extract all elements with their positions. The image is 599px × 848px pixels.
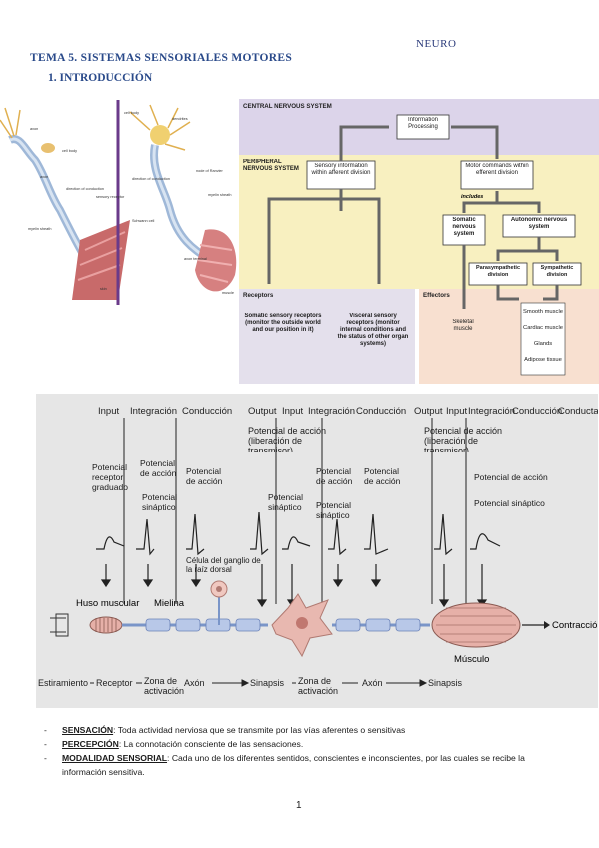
process-label: Axón	[184, 678, 205, 688]
process-label: Axón	[362, 678, 383, 688]
receptors-label: Receptors	[243, 292, 274, 299]
potential-label: Potencial receptor graduado	[92, 462, 128, 492]
neuron-label: myelin sheath	[208, 193, 231, 197]
potential-label: Potencial sináptico	[474, 498, 545, 508]
definition-term: MODALIDAD SENSORIAL	[62, 753, 168, 763]
effector-item: Adipose tissue	[524, 357, 562, 363]
phase-label: Conducción	[512, 406, 562, 417]
neuron-label: direction of conduction	[132, 177, 170, 181]
phase-label: Integración	[468, 406, 515, 417]
process-label: Sinapsis	[250, 678, 285, 688]
section-heading: 1. INTRODUCCIÓN	[48, 72, 153, 84]
potential-label: Potencial sináptico	[316, 500, 351, 520]
neuron-label: node of Ranvier	[196, 169, 224, 173]
huso-label: Huso muscular	[76, 598, 139, 609]
potential-label: Potencial sináptico	[142, 492, 177, 512]
process-label: Receptor	[96, 678, 133, 688]
neuron-label: axon	[30, 127, 38, 131]
effector-item: Smooth muscle	[523, 309, 563, 315]
neuron-label: dendrites	[172, 117, 188, 121]
phase-label: Conducción	[182, 406, 232, 417]
potential-label: Potencial de acción	[364, 466, 401, 486]
definition-text: : Toda actividad nerviosa que se transmi…	[113, 725, 406, 735]
effectors-label: Effectors	[423, 292, 450, 299]
phase-label: Output	[248, 406, 277, 417]
header-course: NEURO	[416, 38, 457, 50]
phase-label: Input	[282, 406, 303, 417]
info-processing-box: Information Processing	[407, 117, 438, 130]
somatic-ns-box: Somatic nervous system	[452, 217, 476, 237]
definition-text: : Cada uno de los diferentes sentidos, c…	[62, 753, 525, 777]
neuron-label: Schwann cell	[132, 219, 155, 223]
neuron-label: cell body	[124, 111, 139, 115]
afferent-box: Sensory information within afferent divi…	[311, 163, 371, 176]
definition-term: SENSACIÓN	[62, 725, 114, 735]
neuron-label: sensory receptor	[96, 195, 125, 199]
phase-label: Integración	[308, 406, 355, 417]
reflex-pathway-diagram: Input Integración Conducción Output Inpu…	[36, 394, 598, 708]
definitions-list: SENSACIÓN: Toda actividad nerviosa que s…	[44, 723, 564, 779]
potential-label: Potencial sináptico	[268, 492, 303, 512]
definition-text: : La connotación consciente de las sensa…	[118, 739, 304, 749]
autonomic-box: Autonomic nervous system	[510, 217, 568, 230]
definition-item: SENSACIÓN: Toda actividad nerviosa que s…	[44, 723, 564, 737]
neuron-label: myelin sheath	[28, 227, 51, 231]
page-number: 1	[296, 800, 302, 811]
neuron-label: axon terminal	[184, 257, 207, 261]
action-potential-label: Potencial de acción (liberación de trans…	[424, 426, 503, 452]
nervous-system-diagram: CENTRAL NERVOUS SYSTEM Receptors Effecto…	[239, 99, 599, 384]
phase-label: Input	[98, 406, 119, 417]
process-label: Sinapsis	[428, 678, 463, 688]
neuron-label: direction of conduction	[66, 187, 104, 191]
mielina-label: Mielina	[154, 598, 185, 609]
sympathetic-box: Sympathetic division	[540, 265, 574, 278]
contraction-label: Contracción	[552, 620, 598, 631]
cns-label: CENTRAL NERVOUS SYSTEM	[243, 103, 332, 110]
musculo-label: Músculo	[454, 654, 489, 665]
phase-label: Input	[446, 406, 467, 417]
potential-label: Potencial de acción	[316, 466, 353, 486]
phase-label: Integración	[130, 406, 177, 417]
phase-label: Conducción	[356, 406, 406, 417]
neuron-label: cell body	[62, 149, 77, 153]
neuron-label: axon	[40, 175, 48, 179]
process-label: Zona de activación	[144, 676, 184, 696]
pns-label: PERIPHERAL NERVOUS SYSTEM	[243, 159, 299, 172]
parasympathetic-box: Parasympathetic division	[475, 265, 521, 278]
definition-item: MODALIDAD SENSORIAL: Cada uno de los dif…	[44, 751, 564, 779]
phase-label: Output	[414, 406, 443, 417]
neuron-illustration: axon cell body axon direction of conduct…	[0, 100, 238, 305]
potential-label: Potencial de acción	[474, 472, 548, 482]
effector-item: Cardiac muscle	[523, 325, 563, 331]
effector-item: Glands	[534, 341, 552, 347]
potential-label: Potencial de acción	[186, 466, 223, 486]
potential-label: Potencial de acción	[140, 458, 177, 478]
page-title: TEMA 5. SISTEMAS SENSORIALES MOTORES	[30, 52, 293, 64]
includes-label: includes	[461, 194, 483, 200]
skeletal-muscle-text: Skeletal muscle	[452, 319, 474, 332]
action-potential-label: Potencial de acción (liberación de trans…	[248, 426, 327, 452]
definition-term: PERCEPCIÓN	[62, 739, 119, 749]
neuron-label: skin	[100, 287, 107, 291]
somatic-receptors-text: Somatic sensory receptors (monitor the o…	[244, 313, 322, 333]
ganglion-label: Célula del ganglio de la raíz dorsal	[186, 556, 261, 574]
neuron-label: muscle	[222, 291, 234, 295]
process-label: Estiramiento	[38, 678, 88, 688]
definition-item: PERCEPCIÓN: La connotación consciente de…	[44, 737, 564, 751]
process-label: Zona de activación	[298, 676, 339, 696]
phase-label: Conducta	[558, 406, 598, 417]
visceral-receptors-text: Visceral sensory receptors (monitor inte…	[337, 313, 409, 347]
efferent-box: Motor commands within efferent division	[465, 163, 529, 176]
